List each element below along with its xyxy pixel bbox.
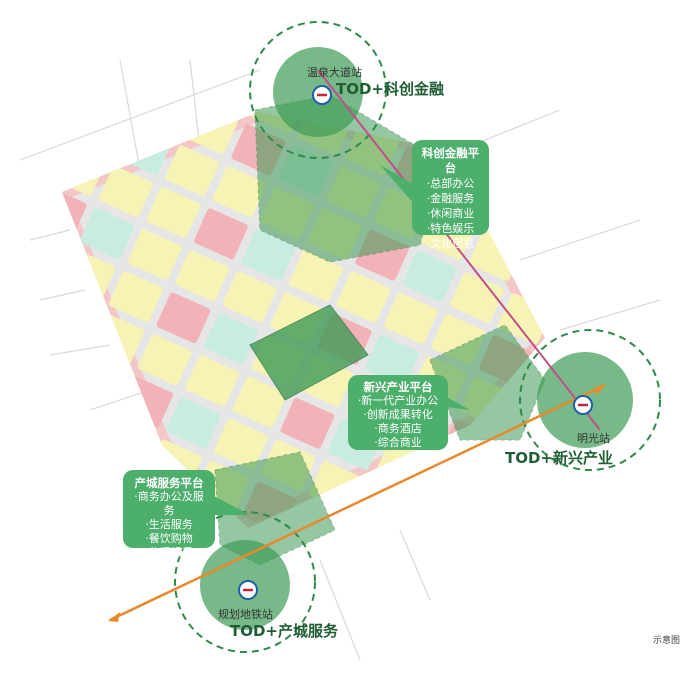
- land-block: [175, 250, 230, 302]
- metro-line-orange: [109, 383, 606, 622]
- callout-kechuang-finance: 科创金融平台 ·总部办公 ·金融服务 ·休闲商业 ·特色娱乐 ·文化创意: [412, 140, 489, 250]
- metro-line-pink: [317, 69, 601, 431]
- land-block: [506, 146, 545, 197]
- land-block: [0, 312, 31, 365]
- land-block: [62, 292, 97, 343]
- land-block: [5, 375, 61, 428]
- land-block: [0, 270, 50, 323]
- arrow-head-icon: [594, 384, 606, 395]
- land-block: [336, 271, 391, 323]
- callout-item: ·金融服务: [426, 192, 475, 205]
- land-block: [70, 112, 124, 154]
- callout-item: ·总部办公: [426, 177, 475, 190]
- land-block: [338, 524, 392, 528]
- land-block: [450, 272, 505, 323]
- callout-item: ·休闲娱乐: [145, 546, 193, 559]
- land-block: [600, 187, 656, 240]
- land-block: [80, 208, 135, 259]
- land-block: [154, 39, 210, 92]
- land-block: [127, 229, 182, 280]
- tod-label: TOD+新兴产业: [505, 449, 614, 467]
- callout-item: ·餐饮购物: [145, 532, 193, 545]
- station-name: 明光站: [577, 432, 610, 445]
- land-block: [99, 166, 153, 217]
- callout-pointer: [380, 165, 415, 205]
- callout-item: ·休闲商业: [426, 207, 475, 220]
- land-block: [62, 397, 107, 449]
- callout-title: 产城服务平台: [134, 476, 204, 490]
- land-block: [204, 313, 258, 365]
- metro-station-icon: [238, 580, 258, 600]
- land-block: [404, 503, 458, 528]
- land-block: [232, 376, 287, 428]
- land-block: [365, 335, 420, 386]
- callout-title: 科创金融平台: [421, 146, 480, 175]
- zone-emerging-industry: [429, 324, 546, 441]
- land-block: [137, 334, 192, 386]
- arrow-head-icon: [108, 612, 120, 622]
- metro-station-icon: [312, 85, 332, 105]
- land-block: [402, 251, 457, 302]
- land-block: [107, 18, 163, 71]
- callout-item: ·文化创意: [426, 237, 475, 250]
- land-block: [62, 334, 78, 385]
- land-block: [385, 544, 441, 597]
- land-block: [125, 0, 181, 29]
- zone-kechuang-finance: [254, 94, 441, 263]
- zone-city-service: [214, 451, 336, 566]
- callout-emerging-industry: 新兴产业平台 ·新一代产业办公 ·创新成果转化 ·商务酒店 ·综合商业: [348, 375, 448, 450]
- land-block: [289, 250, 343, 302]
- station-name: 规划地铁站: [218, 608, 273, 621]
- land-block: [582, 229, 638, 282]
- land-block: [136, 112, 191, 133]
- zone-central-green: [249, 304, 369, 401]
- land-block: [384, 293, 438, 344]
- tod-label: TOD+科创金融: [336, 80, 445, 98]
- land-block: [194, 208, 248, 260]
- land-block: [173, 0, 229, 50]
- land-block: [222, 271, 277, 323]
- land-block: [62, 229, 68, 280]
- land-block: [146, 187, 201, 238]
- callout-pointer: [212, 495, 250, 515]
- land-block: [470, 482, 525, 528]
- land-block: [487, 188, 542, 239]
- schematic-note: 示意图: [652, 636, 680, 646]
- land-block: [553, 166, 609, 219]
- land-block: [0, 354, 13, 407]
- tod-label: TOD+产城服务: [230, 622, 339, 640]
- land-block: [166, 397, 221, 449]
- callout-item: ·新一代产业办公: [357, 394, 439, 407]
- land-block: [220, 18, 276, 71]
- land-block: [88, 60, 144, 113]
- callout-item: ·商务酒店: [374, 422, 422, 435]
- land-block: [212, 166, 267, 218]
- land-block: [156, 292, 211, 344]
- land-block: [280, 397, 335, 449]
- station-name: 温泉大道站: [307, 66, 362, 79]
- land-block: [432, 566, 488, 619]
- callout-item: ·商务办公及服务: [134, 490, 204, 517]
- surrounding-roads: [19, 59, 661, 661]
- callout-item: ·综合商业: [374, 436, 422, 449]
- metro-station-icon: [573, 395, 593, 415]
- callout-item: ·特色娱乐: [426, 222, 475, 235]
- land-block: [165, 145, 219, 196]
- land-block: [202, 60, 258, 113]
- callout-city-service: 产城服务平台 ·商务办公及服务 ·生活服务 ·餐饮购物 ·休闲娱乐: [123, 470, 215, 559]
- land-block: [185, 355, 240, 407]
- land-block: [71, 355, 126, 407]
- land-block: [451, 524, 506, 528]
- callout-item: ·生活服务: [145, 518, 193, 531]
- land-block: [100, 418, 155, 470]
- land-block: [109, 271, 163, 323]
- callout-title: 新兴产业平台: [363, 380, 433, 394]
- land-block: [214, 418, 268, 470]
- callout-item: ·创新成果转化: [363, 408, 433, 421]
- land-block: [563, 271, 619, 324]
- land-block: [241, 229, 296, 281]
